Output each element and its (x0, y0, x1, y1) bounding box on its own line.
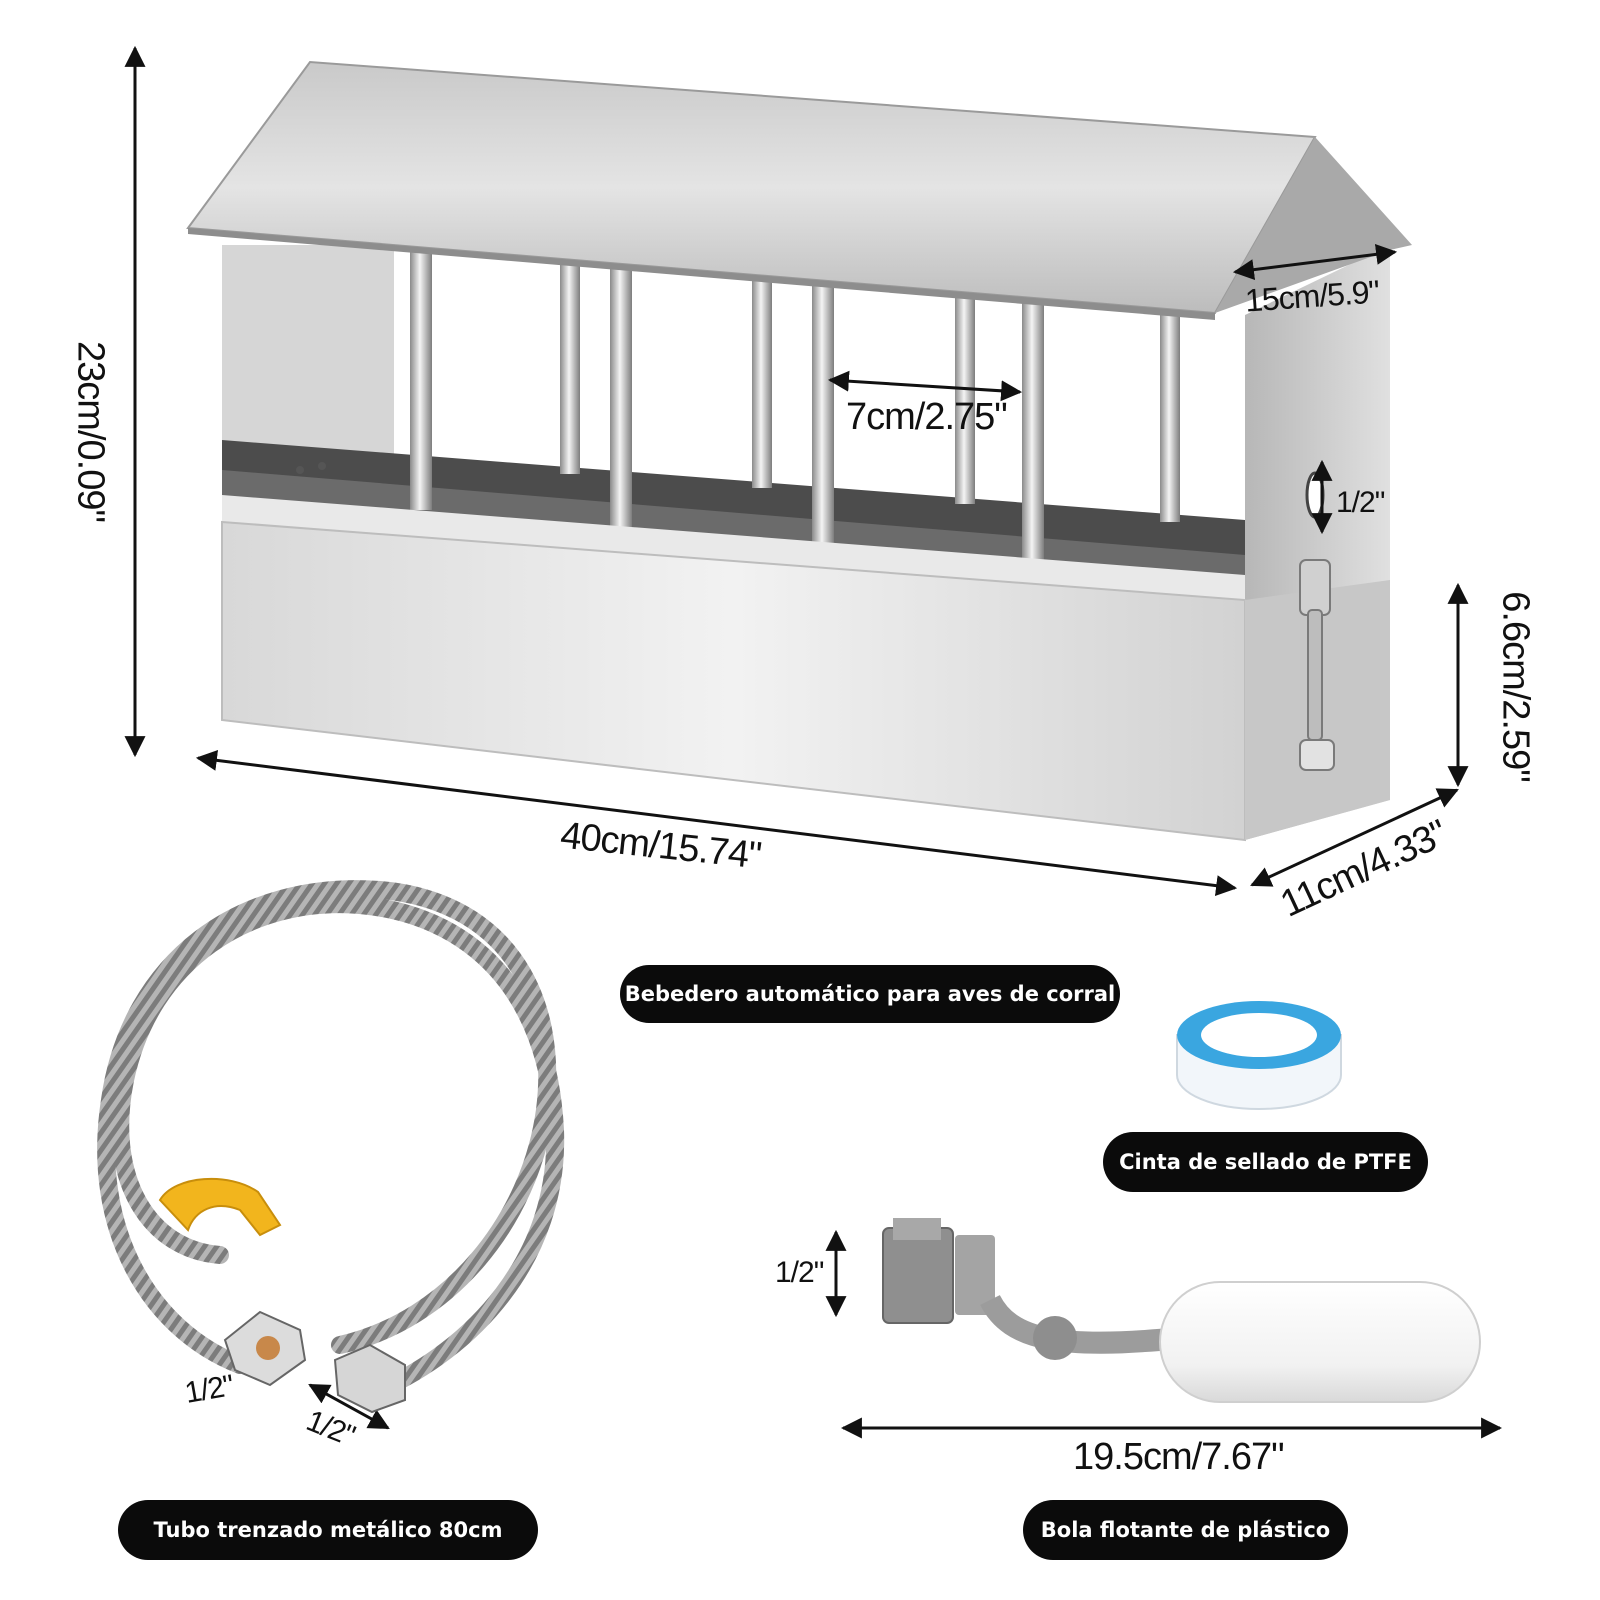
float-ball (1159, 1281, 1481, 1403)
float-valve (882, 1218, 1481, 1403)
hole-dimension: 1/2" (1336, 486, 1385, 519)
poultry-drinker (186, 60, 1412, 842)
float-label: Bola flotante de plástico (1023, 1500, 1348, 1560)
drinker-label: Bebedero automático para aves de corral (620, 965, 1120, 1023)
hose-clip-icon (158, 1177, 282, 1237)
dimension-arrows (124, 45, 1503, 1439)
hose-label: Tubo trenzado metálico 80cm (118, 1500, 538, 1560)
tray-height-dimension: 6.6cm/2.59" (1494, 591, 1537, 782)
tape-label: Cinta de sellado de PTFE (1103, 1132, 1428, 1192)
hose-nut-icon (223, 1310, 307, 1387)
ptfe-tape-roll (1176, 1001, 1342, 1110)
height-dimension: 23cm/0.09" (69, 341, 112, 522)
drinker-bars (410, 250, 1180, 576)
hose-nut-icon (333, 1343, 406, 1414)
float-length-dimension: 19.5cm/7.67" (1073, 1436, 1285, 1478)
braided-hose (97, 880, 565, 1414)
valve-thread-dimension: 1/2" (775, 1256, 824, 1289)
bar-gap-dimension: 7cm/2.75" (846, 396, 1008, 438)
drinker-trough-lip (222, 495, 1245, 600)
latch-icon (1299, 559, 1335, 771)
